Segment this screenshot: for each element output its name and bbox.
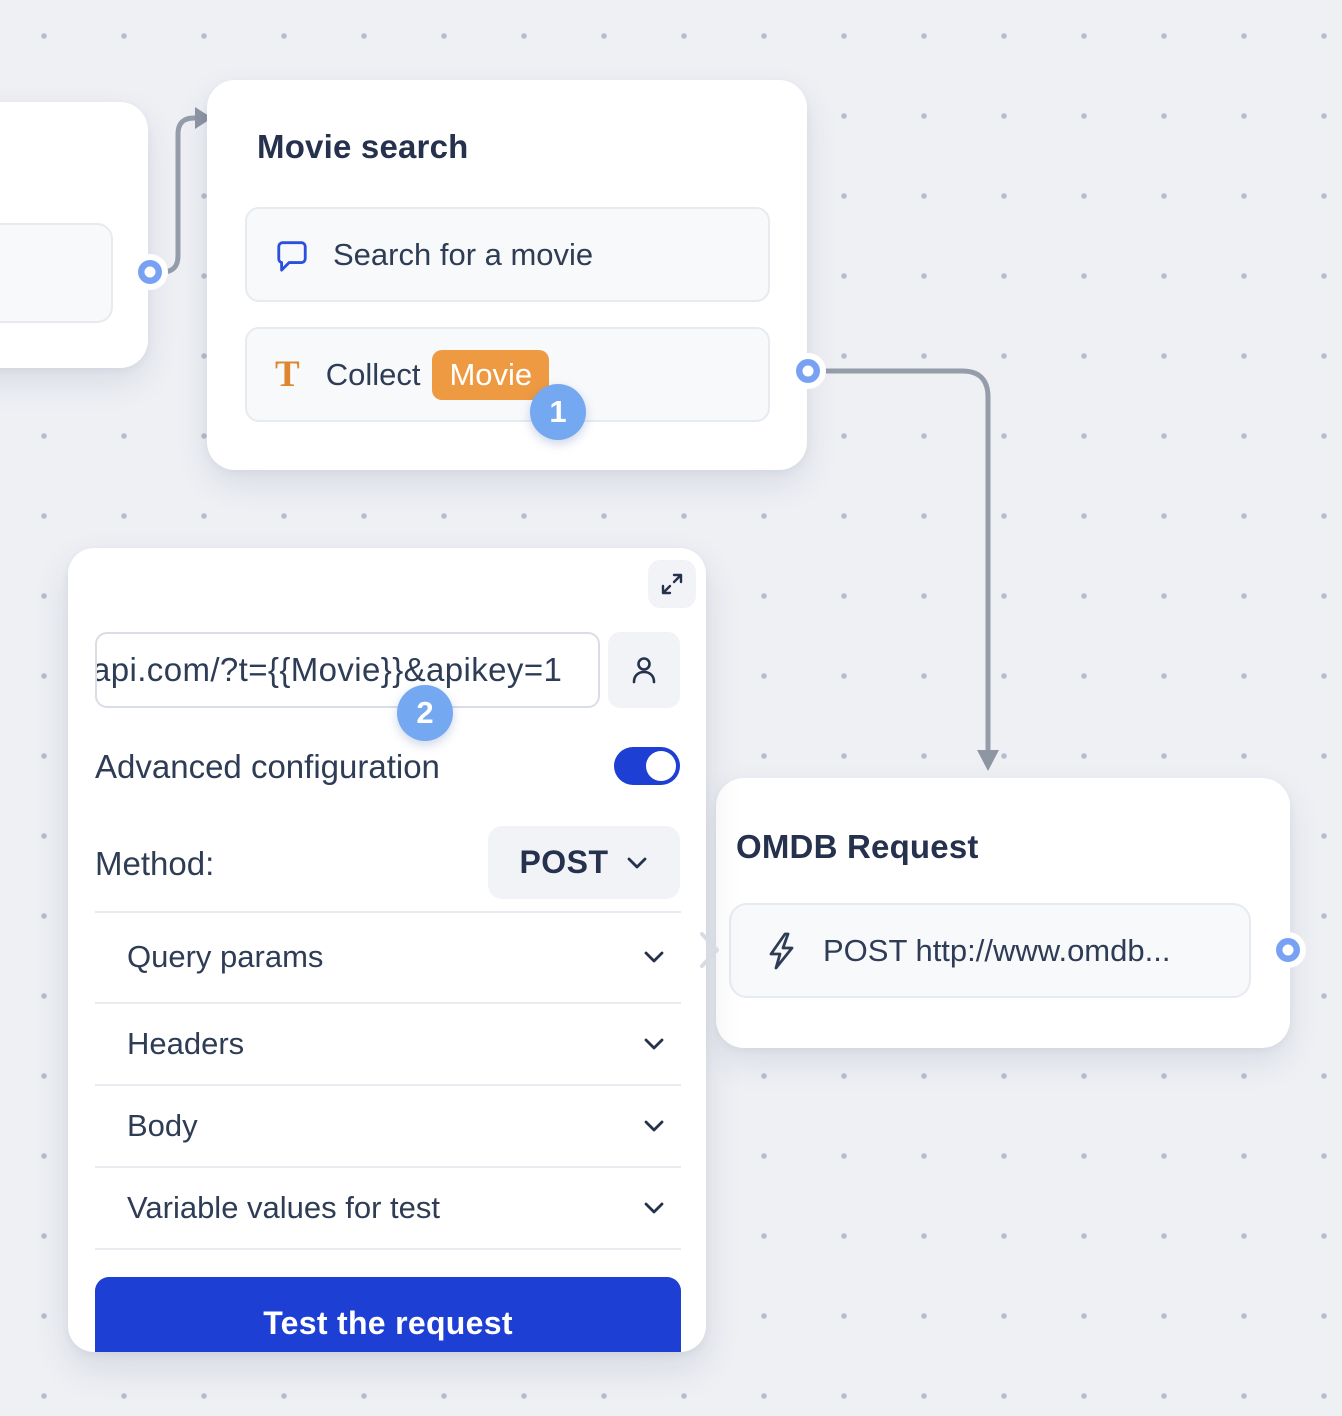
method-select[interactable]: POST [488, 826, 680, 899]
webhook-config-panel[interactable]: api.com/?t={{Movie}}&apikey=1 Advanced c… [68, 548, 706, 1352]
chat-bubble-icon [275, 238, 309, 272]
toggle-knob [646, 751, 676, 781]
text-collect-icon: T [275, 354, 300, 395]
divider [95, 1002, 681, 1004]
section-query-params[interactable]: Query params [95, 917, 681, 997]
section-label: Query params [127, 939, 324, 974]
connector-movie-search-to-omdb [808, 368, 991, 752]
arrowhead-down [977, 750, 999, 771]
url-input[interactable]: api.com/?t={{Movie}}&apikey=1 [95, 632, 600, 708]
chevron-down-icon [641, 948, 667, 966]
chevron-down-icon [641, 1199, 667, 1217]
url-input-value: api.com/?t={{Movie}}&apikey=1 [95, 651, 563, 688]
chevron-down-icon [641, 1035, 667, 1053]
omdb-request-node[interactable]: OMDB Request POST http://www.omdb... [716, 778, 1290, 1048]
test-request-button[interactable]: Test the request [95, 1277, 681, 1352]
variable-insert-button[interactable] [608, 632, 680, 708]
expand-button[interactable] [648, 560, 696, 608]
partial-node-card[interactable] [0, 102, 148, 368]
movie-search-node[interactable]: Movie search Search for a movie T Collec… [207, 80, 807, 470]
message-block-label: Search for a movie [333, 236, 594, 272]
method-select-value: POST [519, 844, 609, 880]
step-badge-2: 2 [397, 685, 453, 741]
method-label: Method: [95, 845, 215, 882]
message-block[interactable]: Search for a movie [245, 207, 770, 302]
section-headers[interactable]: Headers [95, 1004, 681, 1084]
section-label: Body [127, 1108, 198, 1143]
variable-chip-movie[interactable]: Movie [432, 349, 550, 400]
expand-icon [659, 571, 685, 597]
advanced-configuration-toggle[interactable] [614, 747, 680, 785]
advanced-configuration-label: Advanced configuration [95, 748, 440, 785]
lightning-icon [763, 931, 799, 971]
divider [95, 1084, 681, 1086]
collect-block[interactable]: T Collect Movie [245, 327, 770, 422]
collect-block-label: Collect [325, 356, 421, 392]
chevron-down-icon [625, 855, 649, 871]
chevron-down-icon [641, 1117, 667, 1135]
divider [95, 1166, 681, 1168]
section-body[interactable]: Body [95, 1086, 681, 1166]
section-label: Headers [127, 1026, 245, 1061]
divider [95, 1248, 681, 1250]
section-variable-values[interactable]: Variable values for test [95, 1168, 681, 1248]
connector-left-to-movie-search [150, 115, 197, 275]
node-title: OMDB Request [736, 828, 979, 865]
partial-node-block[interactable] [0, 223, 113, 323]
webhook-block[interactable]: POST http://www.omdb... [729, 903, 1251, 998]
section-label: Variable values for test [127, 1190, 441, 1225]
divider [95, 911, 681, 913]
webhook-block-label: POST http://www.omdb... [823, 932, 1171, 968]
node-title: Movie search [257, 128, 469, 165]
person-icon [627, 653, 661, 687]
step-badge-1: 1 [530, 384, 586, 440]
